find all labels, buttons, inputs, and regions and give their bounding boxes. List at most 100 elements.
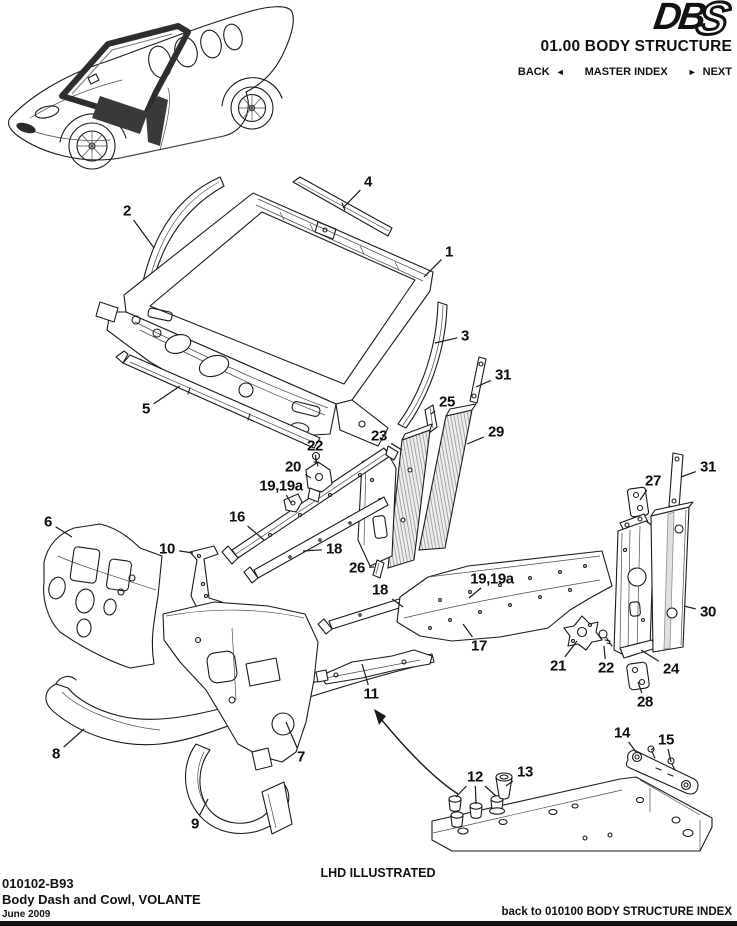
lhd-note: LHD ILLUSTRATED	[320, 866, 436, 880]
callout-26: 26	[349, 559, 365, 577]
callout-31: 31	[495, 366, 511, 384]
part-4-shape	[292, 176, 393, 237]
leader-line	[247, 525, 265, 541]
leader-line	[466, 436, 485, 445]
direction-arrow	[374, 709, 459, 795]
leader-line	[475, 379, 492, 388]
leader-line	[153, 385, 181, 405]
leader-lines	[55, 189, 697, 816]
callout-31: 31	[700, 458, 716, 476]
part-17-shape	[396, 550, 613, 642]
header-nav: BACK ◄ MASTER INDEX ► NEXT	[518, 66, 732, 78]
leader-line	[63, 728, 85, 748]
car-illustration	[7, 6, 294, 170]
part-15-shape	[647, 745, 676, 771]
callout-17: 17	[471, 637, 487, 655]
callout-21: 21	[550, 657, 566, 675]
leader-line	[468, 587, 482, 599]
callout-25: 25	[439, 393, 455, 411]
leader-line	[199, 798, 209, 816]
leader-line	[603, 645, 606, 660]
part-31a-shape	[469, 356, 487, 404]
leader-line	[179, 550, 194, 554]
callout-15: 15	[658, 731, 674, 749]
part-13-shape	[495, 772, 513, 800]
part-18a-shape	[243, 496, 389, 584]
leader-line	[430, 410, 436, 415]
leader-line	[667, 748, 672, 763]
highlighted-dash-cowl	[59, 23, 191, 146]
part-12-shape	[448, 795, 506, 828]
callout-19-19a: 19,19a	[259, 477, 303, 495]
callout-3: 3	[461, 327, 469, 345]
callout-28: 28	[637, 693, 653, 711]
part-20-shape	[305, 461, 333, 503]
part-14-shape	[625, 749, 699, 795]
leader-line	[639, 489, 648, 501]
callout-11: 11	[363, 685, 379, 703]
part-1-shape	[123, 192, 434, 447]
part-22b-shape	[598, 629, 613, 647]
leader-line	[423, 259, 442, 278]
doc-title: Body Dash and Cowl, VOLANTE	[2, 892, 201, 907]
callout-9: 9	[191, 815, 199, 833]
footer-bar	[0, 921, 737, 926]
callout-22: 22	[598, 659, 614, 677]
leader-line	[304, 473, 312, 479]
callout-23: 23	[371, 427, 387, 445]
leader-line	[390, 442, 403, 451]
callout-6: 6	[44, 513, 52, 531]
part-29-shape	[418, 403, 477, 551]
leader-line	[637, 681, 643, 694]
callout-12: 12	[467, 768, 483, 786]
nav-master-index-link[interactable]: MASTER INDEX	[584, 66, 668, 78]
leader-line	[462, 623, 473, 638]
callout-22: 22	[307, 437, 323, 455]
part-9-shape	[185, 743, 293, 835]
callout-18: 18	[372, 581, 388, 599]
part-6-shape	[43, 523, 163, 669]
callout-4: 4	[364, 173, 372, 191]
callout-16: 16	[229, 508, 245, 526]
callout-1: 1	[445, 243, 453, 261]
callout-19-19a: 19,19a	[470, 570, 514, 588]
callout-20: 20	[285, 458, 301, 476]
part-5-shape	[115, 350, 321, 449]
back-arrow-icon[interactable]: ◄	[555, 67, 565, 77]
leader-line	[285, 721, 298, 749]
leader-line	[302, 549, 322, 552]
leader-line	[455, 785, 467, 798]
leader-line	[133, 219, 155, 249]
part-3-shape	[397, 301, 448, 429]
leader-line	[680, 470, 697, 478]
callout-10: 10	[159, 540, 175, 558]
part-10-shape	[189, 545, 223, 611]
leader-line	[628, 741, 637, 753]
callout-5: 5	[142, 400, 150, 418]
callout-24: 24	[663, 660, 679, 678]
part-30-shape	[650, 501, 694, 653]
leader-line	[484, 785, 497, 797]
parts-diagram	[43, 176, 713, 852]
part-24-shape	[613, 513, 657, 659]
nav-back-link[interactable]: BACK	[517, 66, 550, 78]
part-26-shape	[372, 559, 385, 579]
part-1-cowl-shape	[95, 301, 337, 437]
part-11-shape	[315, 649, 433, 685]
sill-rail-shape	[431, 776, 713, 852]
leader-line	[505, 780, 514, 787]
next-arrow-icon[interactable]: ►	[687, 67, 697, 77]
doc-number: 010102-B93	[2, 876, 74, 891]
callout-7: 7	[297, 748, 305, 766]
callout-27: 27	[645, 472, 661, 490]
leader-line	[640, 649, 660, 662]
leader-line	[650, 747, 655, 751]
back-to-index-link[interactable]: back to 010100 BODY STRUCTURE INDEX	[501, 906, 733, 918]
section-title: 01.00 BODY STRUCTURE	[540, 38, 732, 55]
callout-29: 29	[488, 423, 504, 441]
nav-next-link[interactable]: NEXT	[702, 66, 732, 78]
leader-line	[434, 337, 458, 344]
leader-line	[55, 526, 73, 538]
